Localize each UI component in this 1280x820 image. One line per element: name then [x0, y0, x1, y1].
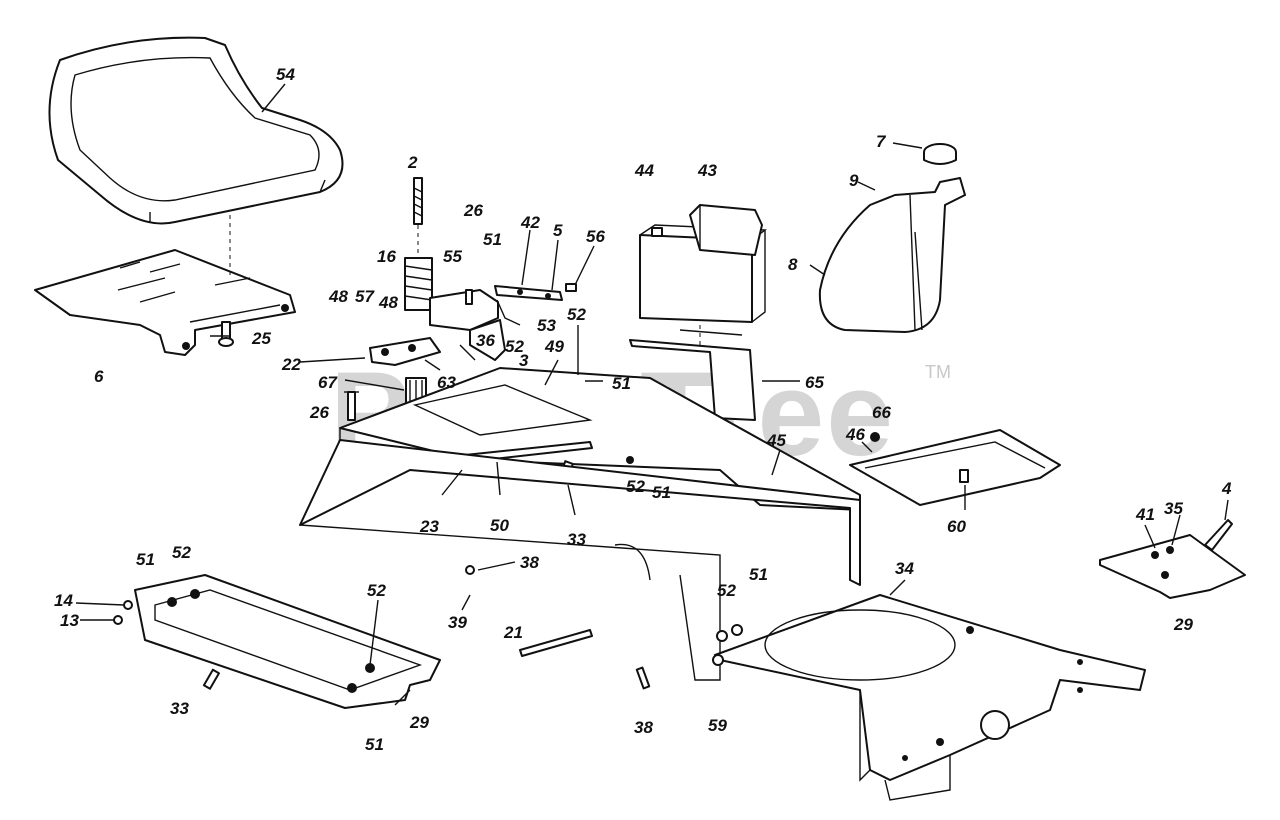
side-panel[interactable]	[849, 429, 1061, 506]
seat-adjust-lever[interactable]	[494, 285, 563, 326]
callout-46: 46	[845, 425, 865, 444]
callout-38-upper: 38	[520, 553, 539, 572]
callout-54: 54	[276, 65, 295, 84]
callout-57: 57	[355, 287, 375, 306]
callout-39: 39	[448, 613, 467, 632]
callout-51-upper: 51	[483, 230, 502, 249]
callout-8: 8	[788, 255, 798, 274]
callout-3: 3	[519, 351, 529, 370]
spring-16[interactable]	[404, 257, 433, 311]
callout-45: 45	[766, 431, 786, 450]
callout-9: 9	[849, 171, 859, 190]
callout-51-footboard: 51	[365, 735, 384, 754]
bolt-25[interactable]	[218, 321, 234, 347]
callout-labels: 54 6 25 2 16 26 55 51 42 5 56 48 57 48 5…	[54, 65, 1232, 754]
callout-52-footboard: 52	[367, 581, 386, 600]
callout-29-left: 29	[409, 713, 429, 732]
callout-49: 49	[544, 337, 564, 356]
callout-7: 7	[876, 132, 887, 151]
left-footboard[interactable]	[134, 574, 441, 709]
main-chassis[interactable]	[714, 594, 1146, 801]
callout-52-frame: 52	[717, 581, 736, 600]
fuel-cap[interactable]	[923, 143, 957, 165]
callout-38-lower: 38	[634, 718, 653, 737]
fuel-tank[interactable]	[818, 177, 966, 333]
callout-44: 44	[634, 161, 654, 180]
callout-25: 25	[251, 329, 271, 348]
bushing-59[interactable]	[712, 654, 724, 666]
callout-53: 53	[537, 316, 556, 335]
rod-21[interactable]	[519, 629, 593, 657]
callout-26-upper: 26	[463, 201, 483, 220]
lever-4[interactable]	[1204, 519, 1233, 551]
right-footboard[interactable]	[1099, 534, 1246, 599]
callout-51-frame: 51	[749, 565, 768, 584]
washer-52[interactable]	[716, 630, 728, 642]
nut-13[interactable]	[113, 615, 123, 625]
callout-52-left: 52	[172, 543, 191, 562]
callout-42: 42	[520, 213, 540, 232]
callout-23: 23	[419, 517, 439, 536]
callout-13: 13	[60, 611, 79, 630]
bolt-33[interactable]	[202, 668, 220, 690]
callout-65: 65	[805, 373, 824, 392]
seat-bracket-assembly[interactable]	[429, 289, 506, 361]
callout-26-lower: 26	[309, 403, 329, 422]
bolt-2[interactable]	[413, 177, 423, 225]
callout-51-mid: 51	[612, 374, 631, 393]
bolt-14[interactable]	[123, 600, 133, 610]
bolt-26[interactable]	[344, 391, 359, 421]
callout-52-mid: 52	[505, 337, 524, 356]
callout-29-right: 29	[1173, 615, 1193, 634]
callout-66: 66	[872, 403, 891, 422]
seat-mounting-plate[interactable]	[34, 249, 296, 356]
leader-lines	[75, 83, 1229, 706]
callout-52-lower: 52	[626, 477, 645, 496]
watermark-trademark: TM	[925, 362, 951, 382]
callout-55: 55	[443, 247, 462, 266]
battery-cover[interactable]	[689, 204, 763, 256]
nut-51[interactable]	[731, 624, 743, 636]
callout-50: 50	[490, 516, 509, 535]
callout-33-lower: 33	[170, 699, 189, 718]
callout-34: 34	[895, 559, 914, 578]
bolt-38[interactable]	[635, 666, 651, 690]
callout-33-upper: 33	[567, 530, 586, 549]
callout-51-left: 51	[136, 550, 155, 569]
bolt-38-upper[interactable]	[465, 565, 475, 575]
callout-60: 60	[947, 517, 966, 536]
callout-51-lower: 51	[652, 483, 671, 502]
callout-36: 36	[476, 331, 495, 350]
callout-59: 59	[708, 716, 727, 735]
frame-side-rail[interactable]	[299, 439, 861, 681]
callout-5: 5	[553, 221, 563, 240]
screw-56[interactable]	[565, 283, 577, 292]
callout-63: 63	[437, 373, 456, 392]
seat[interactable]	[48, 36, 344, 225]
callout-43: 43	[697, 161, 717, 180]
callout-14: 14	[54, 591, 73, 610]
callout-16: 16	[377, 247, 396, 266]
callout-52-upper: 52	[567, 305, 586, 324]
callout-56: 56	[586, 227, 605, 246]
callout-48-a: 48	[328, 287, 348, 306]
seat-hinge[interactable]	[369, 337, 441, 366]
callout-22: 22	[281, 355, 301, 374]
callout-6: 6	[94, 367, 104, 386]
callout-67: 67	[318, 373, 338, 392]
callout-48-b: 48	[378, 293, 398, 312]
callout-2: 2	[407, 153, 418, 172]
callout-41: 41	[1135, 505, 1155, 524]
callout-35: 35	[1164, 499, 1183, 518]
callout-4: 4	[1221, 479, 1232, 498]
callout-21: 21	[503, 623, 523, 642]
